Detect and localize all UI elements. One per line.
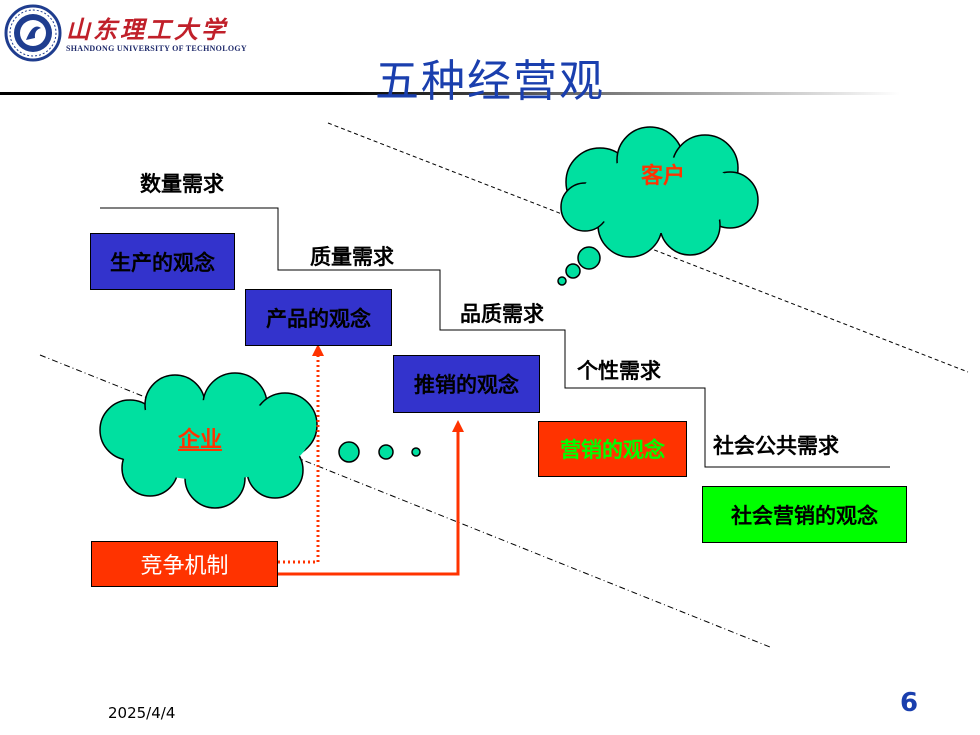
concept-social-marketing: 社会营销的观念 — [702, 486, 907, 543]
university-logo-text: 山东理工大学 — [66, 15, 228, 44]
competition-mechanism: 竞争机制 — [91, 541, 278, 587]
page-title: 五种经营观 — [375, 56, 605, 107]
thought-bubble-medium — [565, 263, 581, 279]
university-logo-subtitle: SHANDONG UNIVERSITY OF TECHNOLOGY — [66, 44, 247, 53]
need-quality: 质量需求 — [310, 245, 394, 269]
concept-marketing: 营销的观念 — [538, 421, 687, 477]
need-grade: 品质需求 — [460, 302, 544, 326]
concept-selling: 推销的观念 — [393, 355, 540, 413]
trail-dot-medium — [378, 444, 394, 460]
dotted-arrow-to-product — [278, 352, 320, 564]
dotted-arrow-head — [312, 344, 324, 356]
concept-product: 产品的观念 — [245, 289, 392, 346]
header-rule-fade — [340, 92, 900, 95]
header-rule — [0, 92, 340, 95]
slide-date: 2025/4/4 — [108, 704, 176, 722]
thought-bubble-small — [557, 276, 567, 286]
page-number: 6 — [900, 688, 919, 718]
customer-label: 客户 — [640, 164, 685, 189]
need-personal: 个性需求 — [577, 359, 661, 383]
university-seal-icon — [4, 4, 62, 62]
need-social-public: 社会公共需求 — [713, 434, 839, 458]
concept-production: 生产的观念 — [90, 233, 235, 290]
need-quantity: 数量需求 — [140, 172, 224, 196]
solid-arrow-to-selling — [278, 428, 460, 576]
enterprise-label: 企业 — [177, 428, 222, 453]
trail-dot-small — [411, 447, 421, 457]
thought-bubble-large — [577, 246, 601, 270]
needs-staircase — [100, 207, 890, 468]
solid-arrow-head — [452, 420, 464, 432]
trail-dot-large — [338, 441, 360, 463]
